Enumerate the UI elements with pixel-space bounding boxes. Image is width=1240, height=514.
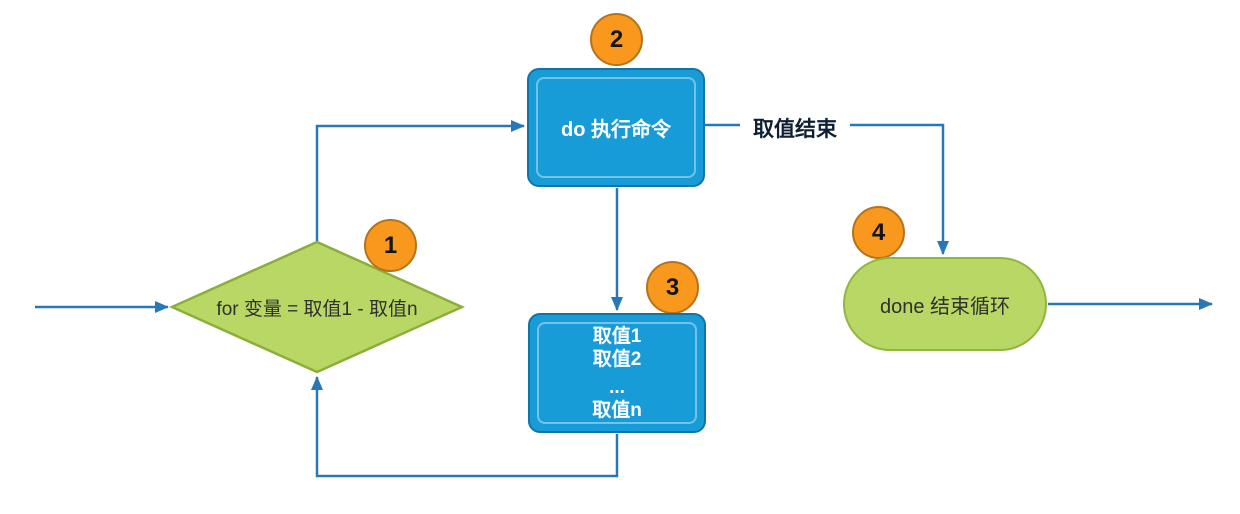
step-badge-1-number: 1 — [383, 231, 398, 259]
step-badge-3-number: 3 — [665, 273, 680, 301]
node-values-box: 取值1 取值2 ... 取值n — [528, 313, 706, 433]
step-badge-4: 4 — [852, 206, 905, 259]
node-do-box-label: do 执行命令 — [561, 119, 671, 141]
diamond-shape — [169, 240, 465, 374]
step-badge-3: 3 — [646, 261, 699, 314]
edge-diamond-to-do-arrow — [315, 120, 525, 243]
step-badge-1: 1 — [364, 219, 417, 272]
node-for-diamond-label: for 变量 = 取值1 - 取值n — [216, 298, 418, 320]
edge-label-values-end: 取值结束 — [740, 111, 850, 146]
values-line-ellipsis: ... — [609, 376, 625, 398]
step-badge-2: 2 — [590, 13, 643, 66]
node-done-pill-label: done 结束循环 — [879, 295, 1011, 318]
node-do-box: do 执行命令 — [527, 68, 705, 187]
node-for-diamond: for 变量 = 取值1 - 取值n — [169, 240, 465, 374]
step-badge-2-number: 2 — [609, 25, 624, 53]
values-line-n: 取值n — [592, 399, 642, 421]
values-line-2: 取值2 — [592, 348, 642, 370]
step-badge-4-number: 4 — [871, 218, 886, 246]
node-done-pill: done 结束循环 — [843, 257, 1047, 351]
edge-loop-back-arrow — [311, 376, 619, 478]
values-line-1: 取值1 — [592, 325, 642, 347]
